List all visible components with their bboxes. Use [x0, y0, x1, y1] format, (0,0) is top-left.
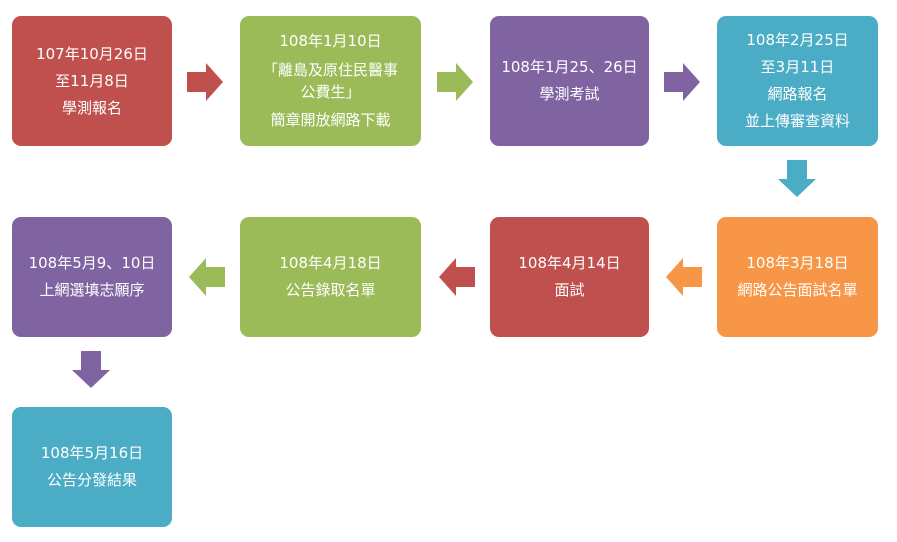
- arrow-left-icon: [439, 258, 475, 296]
- step-box-9: 108年5月16日 公告分發結果: [12, 407, 172, 527]
- step-2-line-4: 簡章開放網路下載: [270, 111, 391, 129]
- arrow-right-icon: [664, 63, 700, 101]
- step-2-line-2: 「離島及原住民醫事: [262, 61, 398, 79]
- step-7-line-2: 公告錄取名單: [285, 281, 376, 299]
- step-4-line-1: 108年2月25日: [746, 31, 849, 49]
- step-3-line-2: 學測考試: [539, 85, 600, 103]
- step-9-line-1: 108年5月16日: [40, 444, 144, 462]
- step-1-line-1: 107年10月26日: [36, 44, 148, 63]
- step-4-line-4: 並上傳審查資料: [744, 112, 850, 130]
- step-box-4: 108年2月25日 至3月11日 網路報名 並上傳審查資料: [717, 16, 878, 146]
- arrow-left-icon: [666, 258, 702, 296]
- step-7-line-1: 108年4月18日: [279, 254, 382, 272]
- step-1-line-3: 學測報名: [61, 98, 122, 117]
- step-box-8: 108年5月9、10日 上網選填志願序: [12, 217, 172, 337]
- arrow-left-icon: [189, 258, 225, 296]
- step-2-line-1: 108年1月10日: [279, 32, 382, 50]
- step-box-7: 108年4月18日 公告錄取名單: [240, 217, 421, 337]
- step-box-6: 108年4月14日 面試: [490, 217, 649, 337]
- step-5-line-2: 網路公告面試名單: [737, 281, 858, 299]
- step-9-line-2: 公告分發結果: [46, 471, 137, 489]
- step-box-1: 107年10月26日 至11月8日 學測報名: [12, 16, 172, 146]
- step-3-line-1: 108年1月25、26日: [501, 58, 638, 76]
- step-2-line-3: 公費生」: [300, 83, 361, 101]
- step-6-line-1: 108年4月14日: [518, 254, 621, 272]
- step-8-line-2: 上網選填志願序: [39, 281, 145, 299]
- step-5-line-1: 108年3月18日: [746, 254, 849, 272]
- arrow-down-icon: [778, 160, 816, 197]
- step-8-line-1: 108年5月9、10日: [28, 254, 156, 272]
- step-1-line-2: 至11月8日: [55, 71, 129, 90]
- step-4-line-2: 至3月11日: [760, 58, 835, 76]
- step-box-3: 108年1月25、26日 學測考試: [490, 16, 649, 146]
- step-box-2: 108年1月10日 「離島及原住民醫事 公費生」 簡章開放網路下載: [240, 16, 421, 146]
- arrow-right-icon: [187, 63, 223, 101]
- step-box-5: 108年3月18日 網路公告面試名單: [717, 217, 878, 337]
- step-4-line-3: 網路報名: [767, 85, 828, 103]
- arrow-down-icon: [72, 351, 110, 388]
- step-6-line-2: 面試: [554, 281, 585, 299]
- arrow-right-icon: [437, 63, 473, 101]
